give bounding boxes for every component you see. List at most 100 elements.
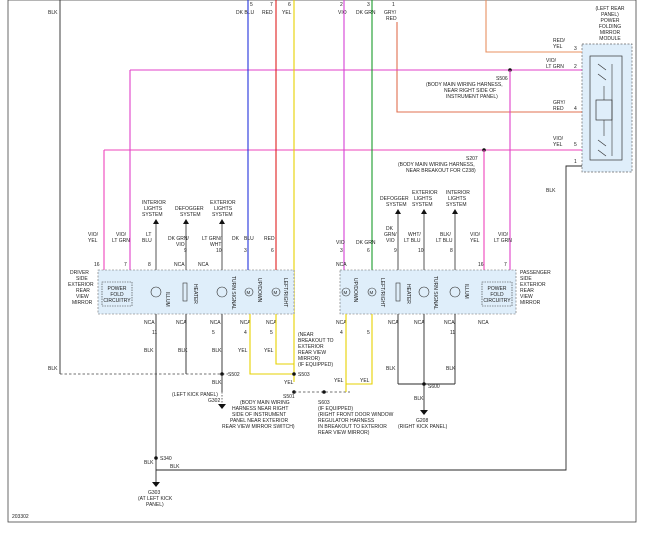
svg-text:LT GRN/: LT GRN/ bbox=[202, 236, 222, 242]
svg-text:GRY/: GRY/ bbox=[553, 100, 566, 106]
svg-text:NEAR BREAKOUT FOR C238): NEAR BREAKOUT FOR C238) bbox=[406, 168, 476, 174]
svg-text:11: 11 bbox=[152, 330, 157, 336]
wire-red-yel bbox=[485, 0, 582, 53]
passenger-systems: DEFOGGER SYSTEM EXTERIOR LIGHTS SYSTEM I… bbox=[380, 190, 470, 270]
svg-text:NCA: NCA bbox=[266, 320, 277, 326]
svg-text:WHT/: WHT/ bbox=[408, 232, 421, 238]
svg-text:8: 8 bbox=[450, 248, 453, 254]
svg-text:RED/: RED/ bbox=[553, 38, 566, 44]
svg-text:EXTERIOR: EXTERIOR bbox=[210, 200, 236, 206]
svg-text:YEL: YEL bbox=[264, 348, 274, 354]
svg-text:INTERIOR: INTERIOR bbox=[446, 190, 470, 196]
svg-text:YEL: YEL bbox=[470, 238, 480, 244]
svg-text:16: 16 bbox=[478, 262, 484, 268]
svg-text:SYSTEM: SYSTEM bbox=[412, 202, 433, 208]
svg-text:VIO/: VIO/ bbox=[546, 58, 557, 64]
svg-text:EXTERIOR: EXTERIOR bbox=[298, 344, 324, 350]
svg-text:POWER: POWER bbox=[488, 286, 507, 292]
svg-text:NCA: NCA bbox=[388, 320, 399, 326]
svg-text:(IF EQUIPPED): (IF EQUIPPED) bbox=[318, 406, 353, 412]
svg-text:NCA: NCA bbox=[240, 320, 251, 326]
svg-text:YEL: YEL bbox=[238, 348, 248, 354]
svg-text:9: 9 bbox=[394, 248, 397, 254]
svg-text:DEFOGGER: DEFOGGER bbox=[380, 196, 409, 202]
svg-text:UP/DOWN: UP/DOWN bbox=[256, 278, 262, 303]
svg-text:GRN/: GRN/ bbox=[384, 232, 397, 238]
driver-systems: INTERIOR LIGHTS SYSTEM DEFOGGER SYSTEM E… bbox=[142, 200, 236, 270]
svg-text:SYSTEM: SYSTEM bbox=[180, 212, 201, 218]
svg-text:7: 7 bbox=[124, 262, 127, 268]
svg-text:BLK: BLK bbox=[178, 348, 188, 354]
svg-text:FOLDING: FOLDING bbox=[599, 24, 621, 30]
svg-text:EXTERIOR: EXTERIOR bbox=[412, 190, 438, 196]
svg-text:(BODY MAIN WIRING HARNESS,: (BODY MAIN WIRING HARNESS, bbox=[398, 162, 475, 168]
svg-text:PASSENGER: PASSENGER bbox=[520, 270, 551, 276]
svg-text:NCA: NCA bbox=[210, 320, 221, 326]
svg-text:LIGHTS: LIGHTS bbox=[214, 206, 233, 212]
svg-text:INSTRUMENT PANEL): INSTRUMENT PANEL) bbox=[446, 94, 498, 100]
svg-text:TURN SIGNAL: TURN SIGNAL bbox=[432, 276, 438, 310]
svg-text:BLK: BLK bbox=[48, 10, 58, 16]
svg-text:VIO: VIO bbox=[176, 242, 185, 248]
svg-text:MODULE: MODULE bbox=[599, 36, 621, 42]
svg-text:RED: RED bbox=[262, 10, 273, 16]
svg-text:VIO: VIO bbox=[336, 240, 345, 246]
svg-text:NCA: NCA bbox=[176, 320, 187, 326]
svg-text:VIO/: VIO/ bbox=[553, 136, 564, 142]
svg-text:(LEFT KICK PANEL): (LEFT KICK PANEL) bbox=[172, 392, 218, 398]
svg-text:8: 8 bbox=[148, 262, 151, 268]
svg-text:ILLUM: ILLUM bbox=[463, 284, 469, 299]
svg-text:SIDE OF INSTRUMENT: SIDE OF INSTRUMENT bbox=[232, 412, 286, 418]
svg-text:ILLUM: ILLUM bbox=[164, 292, 170, 307]
svg-text:S340: S340 bbox=[160, 456, 172, 462]
svg-text:BLK: BLK bbox=[48, 366, 58, 372]
svg-text:(IF EQUIPPED): (IF EQUIPPED) bbox=[298, 362, 333, 368]
svg-text:FOLD: FOLD bbox=[490, 292, 504, 298]
svg-text:(RIGHT FRONT DOOR WINDOW: (RIGHT FRONT DOOR WINDOW bbox=[318, 412, 394, 418]
svg-text:BLU: BLU bbox=[142, 238, 152, 244]
svg-text:PANEL): PANEL) bbox=[146, 502, 164, 508]
svg-text:VIO/: VIO/ bbox=[470, 232, 481, 238]
svg-text:4: 4 bbox=[574, 106, 577, 112]
figure-id: 203302 bbox=[12, 514, 29, 520]
svg-text:2: 2 bbox=[574, 64, 577, 70]
svg-text:M: M bbox=[274, 290, 278, 295]
svg-text:PANEL): PANEL) bbox=[601, 12, 619, 18]
svg-text:YEL: YEL bbox=[553, 44, 563, 50]
svg-text:BREAKOUT TO: BREAKOUT TO bbox=[298, 338, 334, 344]
svg-text:S501: S501 bbox=[283, 394, 295, 400]
svg-text:REGULATOR HARNESS: REGULATOR HARNESS bbox=[318, 418, 375, 424]
svg-text:BLK: BLK bbox=[212, 380, 222, 386]
svg-text:16: 16 bbox=[94, 262, 100, 268]
svg-text:YEL: YEL bbox=[553, 142, 563, 148]
svg-text:YEL: YEL bbox=[282, 10, 292, 16]
svg-text:YEL: YEL bbox=[360, 378, 370, 384]
svg-text:CIRCUITRY: CIRCUITRY bbox=[483, 298, 511, 304]
svg-text:UP/DOWN: UP/DOWN bbox=[352, 278, 358, 303]
svg-text:TURN SIGNAL: TURN SIGNAL bbox=[230, 276, 236, 310]
wire-blk-module-ground bbox=[156, 165, 582, 471]
svg-text:S503: S503 bbox=[298, 372, 310, 378]
svg-text:BLK/: BLK/ bbox=[440, 232, 451, 238]
svg-text:REAR VIEW MIRROR SWITCH): REAR VIEW MIRROR SWITCH) bbox=[222, 424, 295, 430]
svg-text:BLK: BLK bbox=[446, 366, 456, 372]
svg-text:3: 3 bbox=[340, 248, 343, 254]
svg-text:DRIVER: DRIVER bbox=[70, 270, 89, 276]
svg-text:VIEW: VIEW bbox=[520, 294, 533, 300]
svg-text:BLK: BLK bbox=[212, 348, 222, 354]
svg-text:NCA: NCA bbox=[174, 262, 185, 268]
svg-text:INTERIOR: INTERIOR bbox=[142, 200, 166, 206]
svg-text:DK: DK bbox=[386, 226, 394, 232]
svg-text:NCA: NCA bbox=[336, 262, 347, 268]
svg-text:4: 4 bbox=[340, 330, 343, 336]
svg-text:5: 5 bbox=[212, 330, 215, 336]
svg-text:(LEFT REAR: (LEFT REAR bbox=[595, 6, 624, 12]
svg-text:3: 3 bbox=[574, 46, 577, 52]
svg-text:RED: RED bbox=[553, 106, 564, 112]
svg-text:NEAR RIGHT SIDE OF: NEAR RIGHT SIDE OF bbox=[444, 88, 496, 94]
svg-text:SYSTEM: SYSTEM bbox=[386, 202, 407, 208]
svg-text:DK GRN: DK GRN bbox=[356, 10, 376, 16]
svg-text:S603: S603 bbox=[318, 400, 330, 406]
svg-text:DK: DK bbox=[232, 236, 240, 242]
svg-text:NCA: NCA bbox=[198, 262, 209, 268]
